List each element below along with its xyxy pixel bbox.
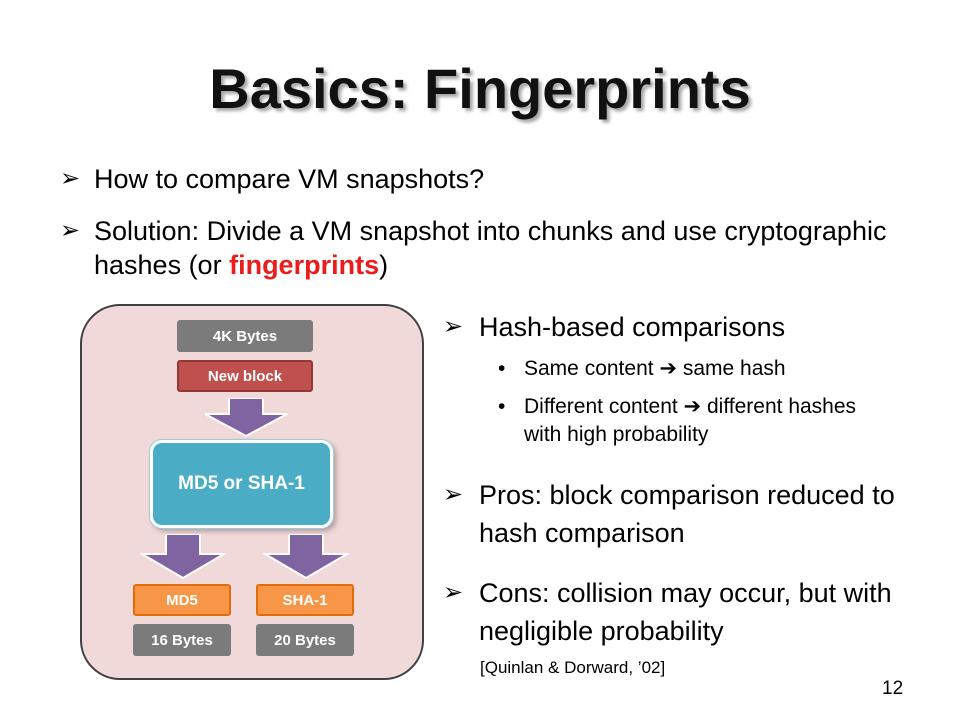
sub-text: Different content xyxy=(524,395,684,418)
sub-text: different hashes with high probability xyxy=(524,395,857,446)
arrow-bullet-icon: ➢ xyxy=(443,313,464,340)
sub-bullet-different: • Different content ➔ different hashes w… xyxy=(498,393,898,449)
implies-arrow-icon: ➔ xyxy=(683,395,702,418)
down-arrow-icon xyxy=(263,534,349,580)
sha1-output-box: SHA-1 xyxy=(256,584,354,616)
slide-title: Basics: Fingerprints xyxy=(209,57,751,120)
block-size-label: 4K Bytes xyxy=(177,320,313,352)
bullet-text: Solution: Divide a VM snapshot into chun… xyxy=(94,214,920,282)
sha1-size-label: 20 Bytes xyxy=(256,624,354,656)
hash-function-box: MD5 or SHA-1 xyxy=(150,440,333,528)
bullet-pros: ➢ Pros: block comparison reduced to hash… xyxy=(443,476,913,552)
bullet-cons: ➢ Cons: collision may occur, but with ne… xyxy=(443,574,913,650)
new-block-box: New block xyxy=(177,360,313,392)
bullet-text: How to compare VM snapshots? xyxy=(94,164,485,194)
arrow-bullet-icon: ➢ xyxy=(443,481,464,508)
arrow-bullet-icon: ➢ xyxy=(60,165,81,192)
dot-bullet-icon: • xyxy=(498,395,506,418)
md5-output-box: MD5 xyxy=(133,584,231,616)
down-arrow-icon xyxy=(140,534,226,580)
bullet-text: Pros: block comparison reduced to hash c… xyxy=(479,480,895,548)
bullet-solution: ➢ Solution: Divide a VM snapshot into ch… xyxy=(60,214,920,282)
down-arrow-icon xyxy=(204,398,288,438)
bullet-text: Cons: collision may occur, but with negl… xyxy=(479,578,892,646)
arrow-bullet-icon: ➢ xyxy=(60,217,81,244)
dot-bullet-icon: • xyxy=(498,357,506,380)
bullet-compare: ➢ How to compare VM snapshots? xyxy=(60,162,920,196)
bullet-hash-based: ➢ Hash-based comparisons xyxy=(443,310,913,344)
sub-text: same hash xyxy=(677,357,786,380)
citation: [Quinlan & Dorward, ’02] xyxy=(480,658,666,677)
sub-bullet-text: Different content ➔ different hashes wit… xyxy=(524,393,898,449)
sub-bullet-same: • Same content ➔ same hash xyxy=(498,355,898,383)
bullet-text: Hash-based comparisons xyxy=(479,312,786,342)
solution-text-end: ) xyxy=(379,250,389,280)
implies-arrow-icon: ➔ xyxy=(659,357,678,380)
fingerprints-highlight: fingerprints xyxy=(229,250,380,280)
sub-text: Same content xyxy=(524,357,660,380)
arrow-bullet-icon: ➢ xyxy=(443,579,464,606)
md5-size-label: 16 Bytes xyxy=(133,624,231,656)
solution-text: Solution: Divide a VM snapshot into chun… xyxy=(94,216,887,280)
sub-bullet-text: Same content ➔ same hash xyxy=(524,355,898,383)
page-number: 12 xyxy=(882,678,904,699)
